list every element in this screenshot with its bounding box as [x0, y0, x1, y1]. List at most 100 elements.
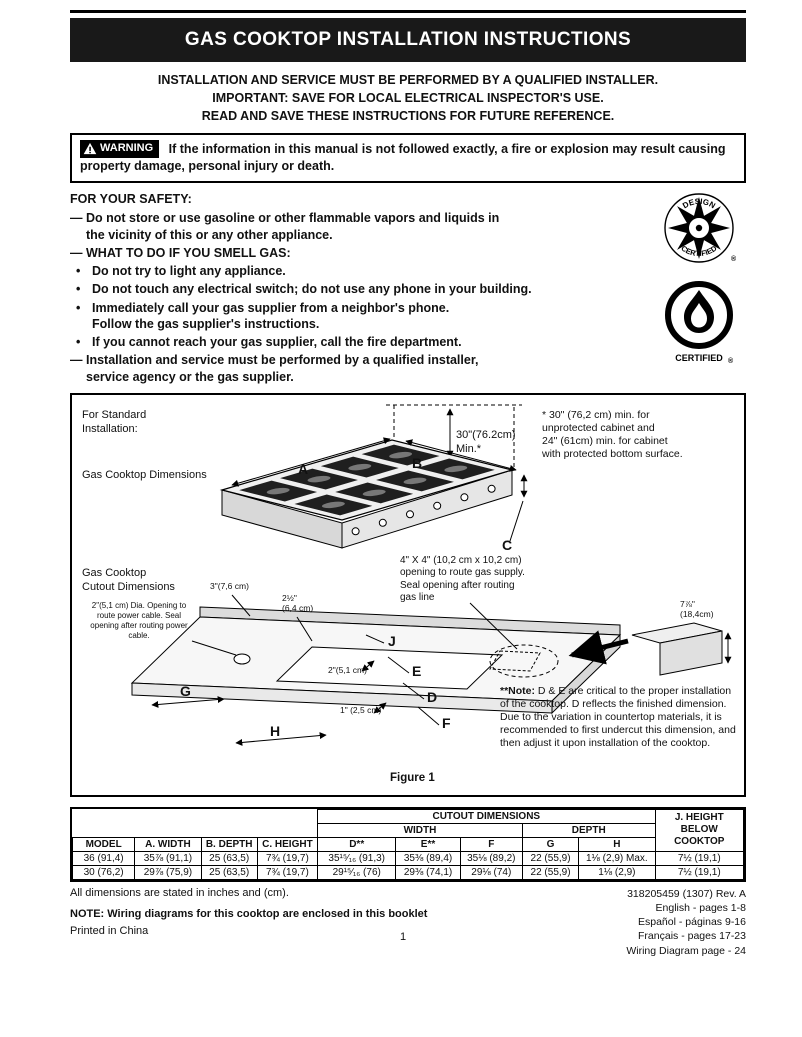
safety-item: — WHAT TO DO IF YOU SMELL GAS: [70, 245, 628, 261]
dimensions-unit-note: All dimensions are stated in inches and … [70, 886, 289, 899]
cell-c: 7¾ (19,7) [256, 850, 319, 866]
safety-heading: FOR YOUR SAFETY: [70, 192, 192, 207]
design-certified-logo: DESIGN CERTIFIED ® [662, 191, 736, 266]
svg-text:CERTIFIED: CERTIFIED [680, 243, 719, 258]
min-clearance-label: 30"(76.2cm) Min.* [456, 428, 516, 455]
warning-triangle-icon [83, 143, 97, 155]
dimension-letter-d: D [427, 688, 438, 705]
wiring-diagram-page: Wiring Diagram page - 24 [626, 944, 746, 957]
csa-certified-logo: CERTIFIED ® [665, 281, 734, 365]
dimension-letter-f: F [442, 714, 451, 731]
english-pages: English - pages 1-8 [655, 902, 746, 915]
safety-item-text: Do not try to light any appliance. [92, 264, 286, 279]
cell-g: 22 (55,9) [521, 864, 580, 880]
list-marker: • [76, 282, 81, 297]
cell-j: 7½ (19,1) [654, 864, 745, 880]
french-pages: Français - pages 17-23 [638, 930, 746, 943]
column-header-b-depth: B. DEPTH [200, 836, 258, 852]
notice-block: INSTALLATION AND SERVICE MUST BE PERFORM… [70, 71, 746, 125]
notice-line-3: READ AND SAVE THESE INSTRUCTIONS FOR FUT… [201, 109, 615, 124]
safety-item: — Do not store or use gasoline or other … [70, 210, 628, 243]
safety-item: — Installation and service must be perfo… [70, 352, 628, 385]
dimension-letter-a: A [298, 460, 309, 477]
notice-line-1: INSTALLATION AND SERVICE MUST BE PERFORM… [157, 73, 659, 87]
dimensions-table: CUTOUT DIMENSIONS J. HEIGHT BELOW COOKTO… [70, 806, 746, 882]
cooktop-dimensions-label: Gas Cooktop Dimensions [82, 468, 207, 481]
list-marker: • [76, 335, 81, 350]
column-header-c-height: C. HEIGHT [256, 836, 319, 852]
cell-e: 35⅜ (89,4) [395, 850, 461, 866]
dim-2in-label: 2"(5,1 cm) [328, 664, 367, 675]
de-note-body: D & E are critical to the proper install… [500, 684, 736, 750]
cell-a: 35⅞ (91,1) [134, 850, 202, 866]
cell-model: 30 (76,2) [71, 864, 136, 880]
warning-badge: WARNING [80, 140, 160, 159]
wiring-note: NOTE: Wiring diagrams for this cooktop a… [70, 907, 428, 920]
dimension-letter-g: G [180, 682, 191, 699]
column-header-model: MODEL [71, 836, 136, 852]
dimension-letter-c: C [502, 536, 513, 553]
printed-in: Printed in China [70, 924, 149, 937]
notice-line-2: IMPORTANT: SAVE FOR LOCAL ELECTRICAL INS… [212, 91, 604, 106]
cell-b: 25 (63,5) [200, 864, 258, 880]
safety-section: FOR YOUR SAFETY: — Do not store or use g… [70, 191, 746, 385]
safety-item-text: Do not store or use gasoline or other fl… [86, 211, 500, 242]
list-marker: — [70, 245, 83, 260]
clearance-note: * 30" (76,2 cm) min. for unprotected cab… [542, 408, 683, 461]
safety-item: • If you cannot reach your gas supplier,… [76, 334, 628, 350]
safety-item-text: If you cannot reach your gas supplier, c… [92, 335, 462, 350]
cutout-dimensions-label: Gas Cooktop Cutout Dimensions [82, 566, 175, 593]
column-header-h: H [578, 836, 656, 852]
cooktop-drawing [222, 439, 524, 548]
j-header-line: BELOW [680, 824, 718, 836]
standard-installation-label: For Standard Installation: [82, 408, 147, 435]
safety-item-text: Immediately call your gas supplier from … [92, 300, 450, 331]
cell-d: 29¹⁵⁄₁₆ (76) [317, 864, 397, 880]
certified-label: CERTIFIED [675, 353, 723, 363]
top-rule [70, 10, 746, 13]
column-header-a-width: A. WIDTH [134, 836, 202, 852]
cell-h: 1⅛ (2,9) [578, 864, 656, 880]
cell-g: 22 (55,9) [521, 850, 580, 866]
column-header-d: D** [317, 836, 397, 852]
registered-mark: ® [728, 357, 734, 365]
de-note-prefix: **Note: [500, 684, 536, 697]
flame-icon [684, 290, 714, 334]
part-number: 318205459 (1307) Rev. A [627, 887, 746, 900]
svg-text:DESIGN: DESIGN [681, 197, 717, 211]
warning-badge-label: WARNING [100, 142, 154, 155]
gas-opening-note: 4" X 4" (10,2 cm x 10,2 cm) opening to r… [400, 554, 525, 604]
cell-c: 7¾ (19,7) [256, 864, 319, 880]
dimension-letter-h: H [270, 722, 281, 739]
depth-subheader: DEPTH [521, 822, 656, 838]
spanish-pages: Español - páginas 9-16 [638, 916, 746, 929]
figure-caption: Figure 1 [390, 771, 435, 784]
figure-1: For Standard Installation: Gas Cooktop D… [70, 392, 746, 797]
column-header-f: F [459, 836, 523, 852]
document-page: GAS COOKTOP INSTALLATION INSTRUCTIONS IN… [70, 10, 746, 965]
cell-j: 7½ (19,1) [654, 850, 745, 866]
control-knobs [351, 484, 496, 536]
list-marker: — [70, 211, 83, 226]
document-title: GAS COOKTOP INSTALLATION INSTRUCTIONS [70, 18, 746, 62]
cell-b: 25 (63,5) [200, 850, 258, 866]
certified-arc-text: CERTIFIED [680, 243, 719, 258]
registered-mark: ® [731, 255, 736, 263]
width-subheader: WIDTH [317, 822, 523, 838]
cell-a: 29⅞ (75,9) [134, 864, 202, 880]
cell-h: 1⅛ (2,9) Max. [578, 850, 656, 866]
list-marker: — [70, 353, 83, 368]
table-blank-cell [73, 809, 318, 823]
dimension-letter-j: J [388, 632, 396, 649]
column-header-e: E** [395, 836, 461, 852]
table-row: 36 (91,4) 35⅞ (91,1) 25 (63,5) 7¾ (19,7)… [71, 850, 745, 866]
safety-item-text: WHAT TO DO IF YOU SMELL GAS: [86, 245, 291, 260]
j-height-header: J. HEIGHT BELOW COOKTOP [654, 808, 745, 852]
page-footer: All dimensions are stated in inches and … [70, 887, 746, 965]
de-critical-note: **Note: D & E are critical to the proper… [500, 685, 742, 751]
safety-item: • Do not try to light any appliance. [76, 263, 628, 279]
cell-e: 29⅜ (74,1) [395, 864, 461, 880]
table-row: 30 (76,2) 29⅞ (75,9) 25 (63,5) 7¾ (19,7)… [71, 864, 745, 880]
gas-routing-arrow [568, 630, 629, 665]
dimension-letter-b: B [412, 454, 423, 471]
